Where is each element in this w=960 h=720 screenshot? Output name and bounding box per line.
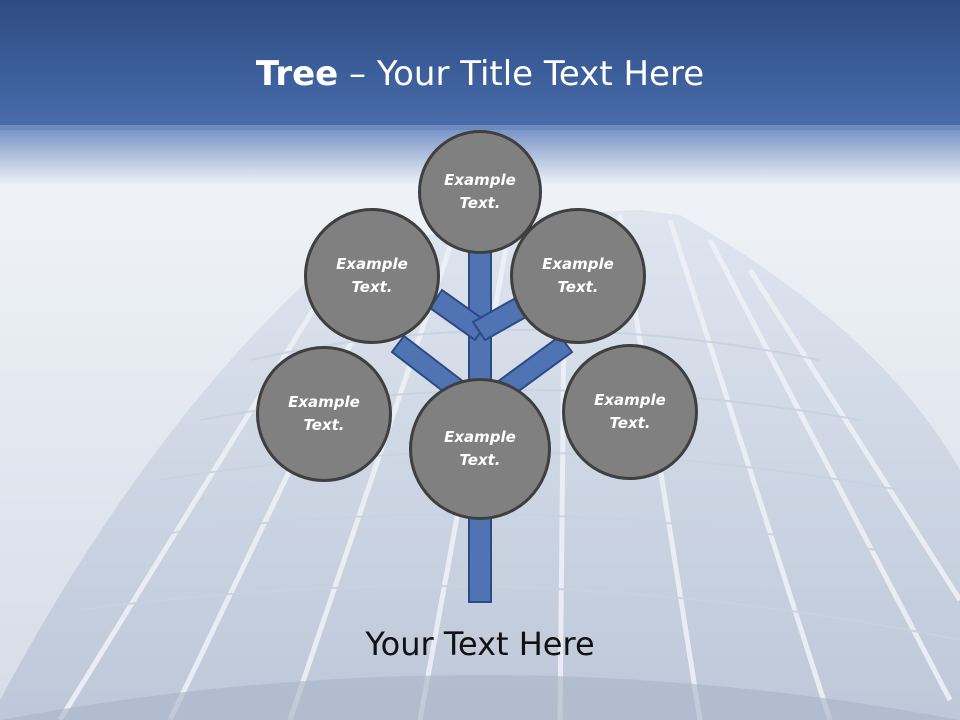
title-bold: Tree bbox=[255, 54, 339, 94]
node-text-line2: Text. bbox=[609, 414, 651, 432]
node-text-line1: Example bbox=[288, 393, 360, 411]
title-rest: Your Title Text Here bbox=[376, 54, 705, 94]
tree-node-upper-left: Example Text. bbox=[304, 208, 440, 344]
node-text-line2: Text. bbox=[459, 451, 501, 469]
node-text-line2: Text. bbox=[459, 194, 501, 212]
node-text-line2: Text. bbox=[303, 416, 345, 434]
tree-node-upper-right: Example Text. bbox=[510, 208, 646, 344]
node-text-line1: Example bbox=[542, 255, 614, 273]
footer-text: Your Text Here bbox=[365, 625, 595, 663]
node-text-line1: Example bbox=[336, 255, 408, 273]
node-text-line2: Text. bbox=[557, 278, 599, 296]
tree-node-lower-left: Example Text. bbox=[256, 346, 392, 482]
node-text-line2: Text. bbox=[351, 278, 393, 296]
title-separator: – bbox=[338, 54, 377, 94]
node-text-line1: Example bbox=[594, 391, 666, 409]
node-text-line1: Example bbox=[444, 171, 516, 189]
tree-node-lower-right: Example Text. bbox=[562, 344, 698, 480]
tree-node-center: Example Text. bbox=[409, 378, 551, 520]
slide-title: Tree – Your Title Text Here bbox=[0, 52, 960, 96]
node-text-line1: Example bbox=[444, 428, 516, 446]
tree-node-top: Example Text. bbox=[418, 130, 542, 254]
header-band bbox=[0, 0, 960, 130]
